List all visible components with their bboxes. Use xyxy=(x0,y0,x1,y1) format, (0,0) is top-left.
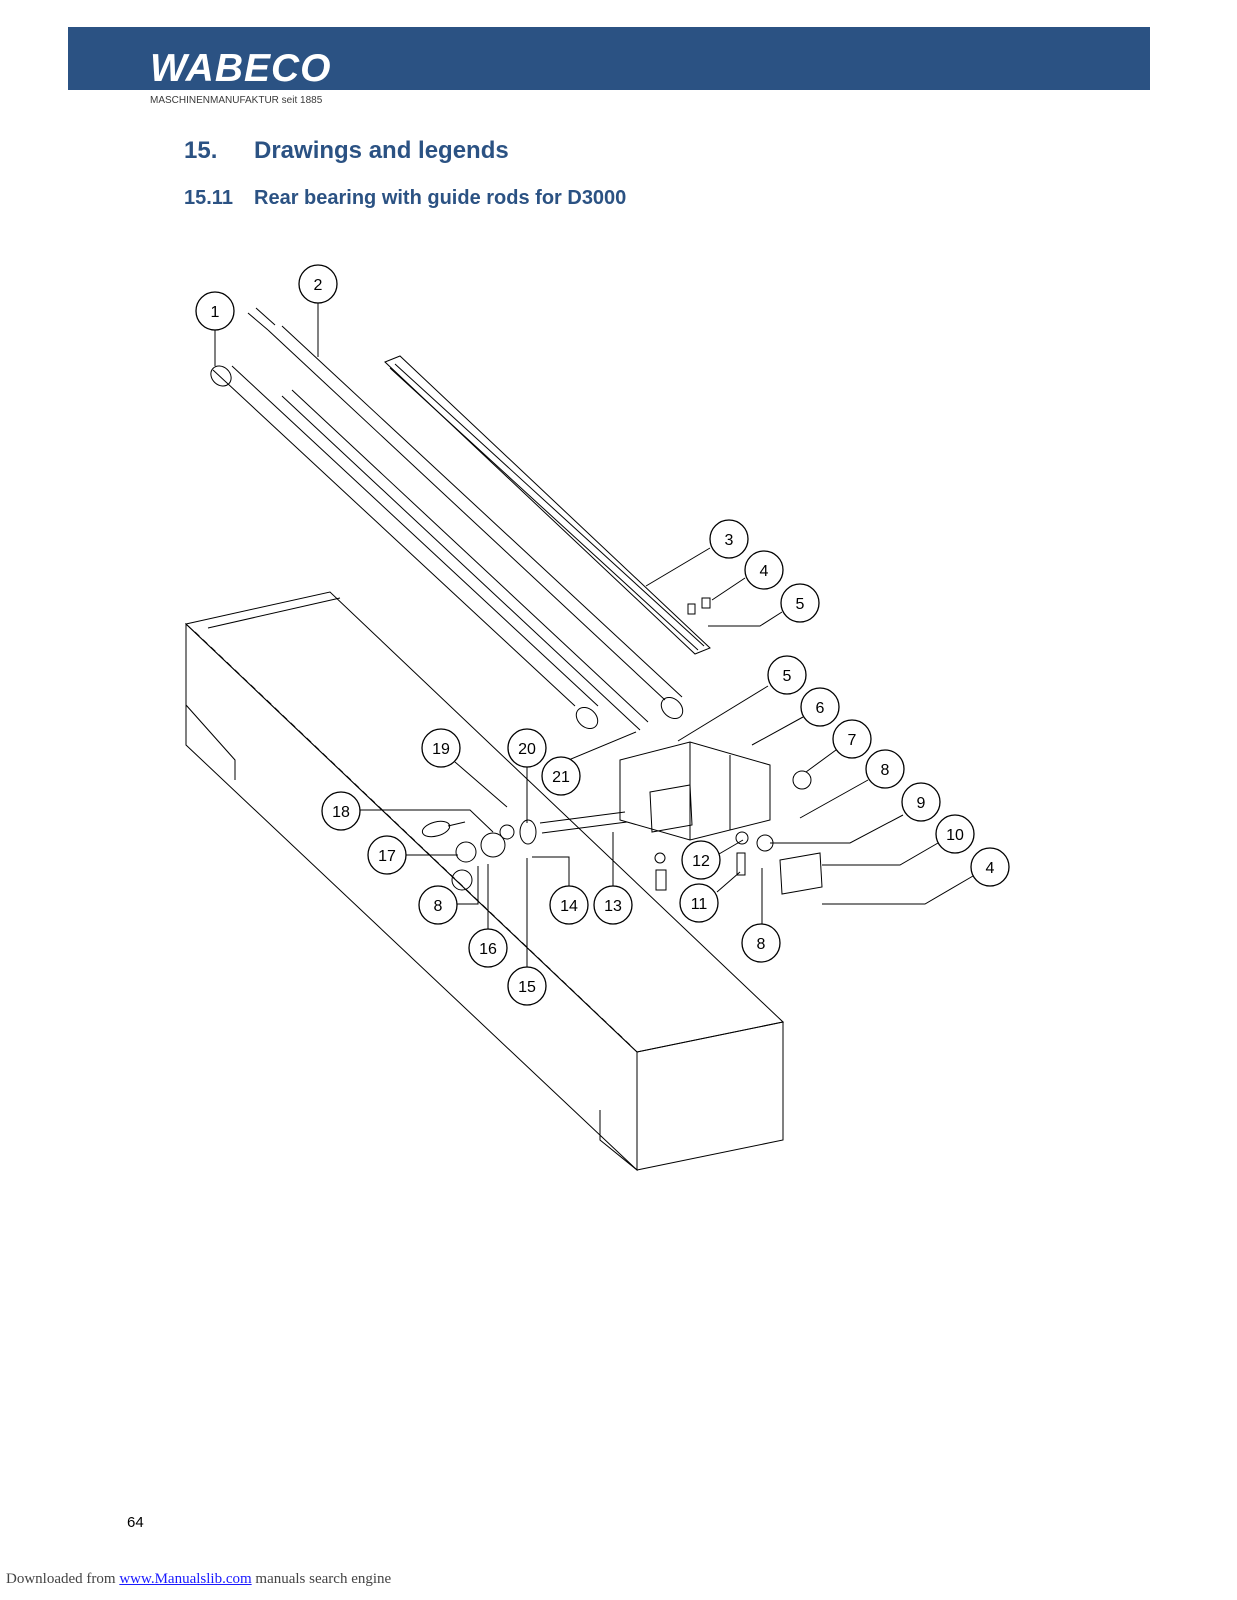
subsection-number: 15.11 xyxy=(184,187,233,209)
callout-2: 2 xyxy=(298,264,338,304)
callout-label: 1 xyxy=(211,304,220,321)
callout-label: 3 xyxy=(725,532,734,549)
callout-label: 11 xyxy=(691,896,708,913)
guide-rod-1 xyxy=(210,365,599,730)
callout-20: 20 xyxy=(507,728,547,768)
callout-label: 16 xyxy=(479,941,497,958)
bearing-block-6 xyxy=(619,741,771,841)
callout-16: 16 xyxy=(468,928,508,968)
callout-5: 5 xyxy=(780,583,820,623)
callout-3: 3 xyxy=(709,519,749,559)
callout-8b: 8 xyxy=(418,885,458,925)
subsection-title: Rear bearing with guide rods for D3000 xyxy=(254,187,627,209)
callout-label: 8 xyxy=(434,898,443,915)
page-number: 64 xyxy=(127,1514,144,1531)
callout-8: 8 xyxy=(865,749,905,789)
callout-4: 4 xyxy=(744,550,784,590)
callout-label: 8 xyxy=(881,762,890,779)
rack-3 xyxy=(384,355,711,655)
callout-7: 7 xyxy=(832,719,872,759)
callout-15: 15 xyxy=(507,966,547,1006)
callout-10: 10 xyxy=(935,814,975,854)
callout-13: 13 xyxy=(593,885,633,925)
callout-11: 11 xyxy=(679,883,719,923)
callout-label: 7 xyxy=(848,732,857,749)
manualslib-link[interactable]: www.Manualslib.com xyxy=(119,1571,252,1587)
callout-label: 4 xyxy=(986,860,995,877)
callout-label: 8 xyxy=(757,936,766,953)
machine-parts xyxy=(184,307,823,1172)
callout-14: 14 xyxy=(549,885,589,925)
callout-label: 15 xyxy=(518,979,536,996)
callout-label: 20 xyxy=(518,741,536,758)
small-parts xyxy=(480,597,823,895)
lathe-bed xyxy=(184,591,785,1172)
leader-lines xyxy=(214,303,974,967)
section-title: Drawings and legends xyxy=(254,137,509,164)
callout-label: 2 xyxy=(314,277,323,294)
callout-6: 6 xyxy=(800,687,840,727)
section-heading: 15. Drawings and legends xyxy=(184,137,509,165)
callout-label: 14 xyxy=(560,898,578,915)
footer-suffix: manuals search engine xyxy=(251,1571,392,1587)
header-bar xyxy=(68,27,1150,90)
callout-1: 1 xyxy=(195,291,235,331)
callout-label: 17 xyxy=(378,848,396,865)
handle-17 xyxy=(421,820,477,891)
footer-prefix: Downloaded from xyxy=(6,1571,120,1587)
callout-label: 4 xyxy=(760,563,769,580)
callout-label: 5 xyxy=(796,596,805,613)
wabeco-logo: WABECO xyxy=(150,47,332,90)
callout-label: 12 xyxy=(692,853,710,870)
callout-19: 19 xyxy=(421,728,461,768)
callout-label: 6 xyxy=(816,700,825,717)
callout-label: 9 xyxy=(917,795,926,812)
logo-tagline: MASCHINENMANUFAKTUR seit 1885 xyxy=(150,95,323,106)
callout-label: 10 xyxy=(946,827,964,844)
callout-21: 21 xyxy=(541,756,581,796)
callout-5b: 5 xyxy=(767,655,807,695)
shaft-13 xyxy=(539,811,628,834)
callout-18: 18 xyxy=(321,791,361,831)
callout-4b: 4 xyxy=(970,847,1010,887)
callout-labels: 1 2 3 4 5 5 6 7 8 9 10 4 19 20 21 18 17 … xyxy=(195,264,1010,1006)
lead-screw-2 xyxy=(247,307,684,731)
callout-label: 21 xyxy=(552,769,570,786)
callout-label: 13 xyxy=(604,898,622,915)
callout-9: 9 xyxy=(901,782,941,822)
download-footer: Downloaded from www.Manualslib.com manua… xyxy=(6,1571,391,1588)
callout-label: 5 xyxy=(783,668,792,685)
callout-8c: 8 xyxy=(741,923,781,963)
callout-17: 17 xyxy=(367,835,407,875)
callout-12: 12 xyxy=(681,840,721,880)
section-number: 15. xyxy=(184,137,218,164)
subsection-heading: 15.11 Rear bearing with guide rods for D… xyxy=(184,187,626,210)
callout-label: 19 xyxy=(432,741,450,758)
callout-label: 18 xyxy=(332,804,350,821)
